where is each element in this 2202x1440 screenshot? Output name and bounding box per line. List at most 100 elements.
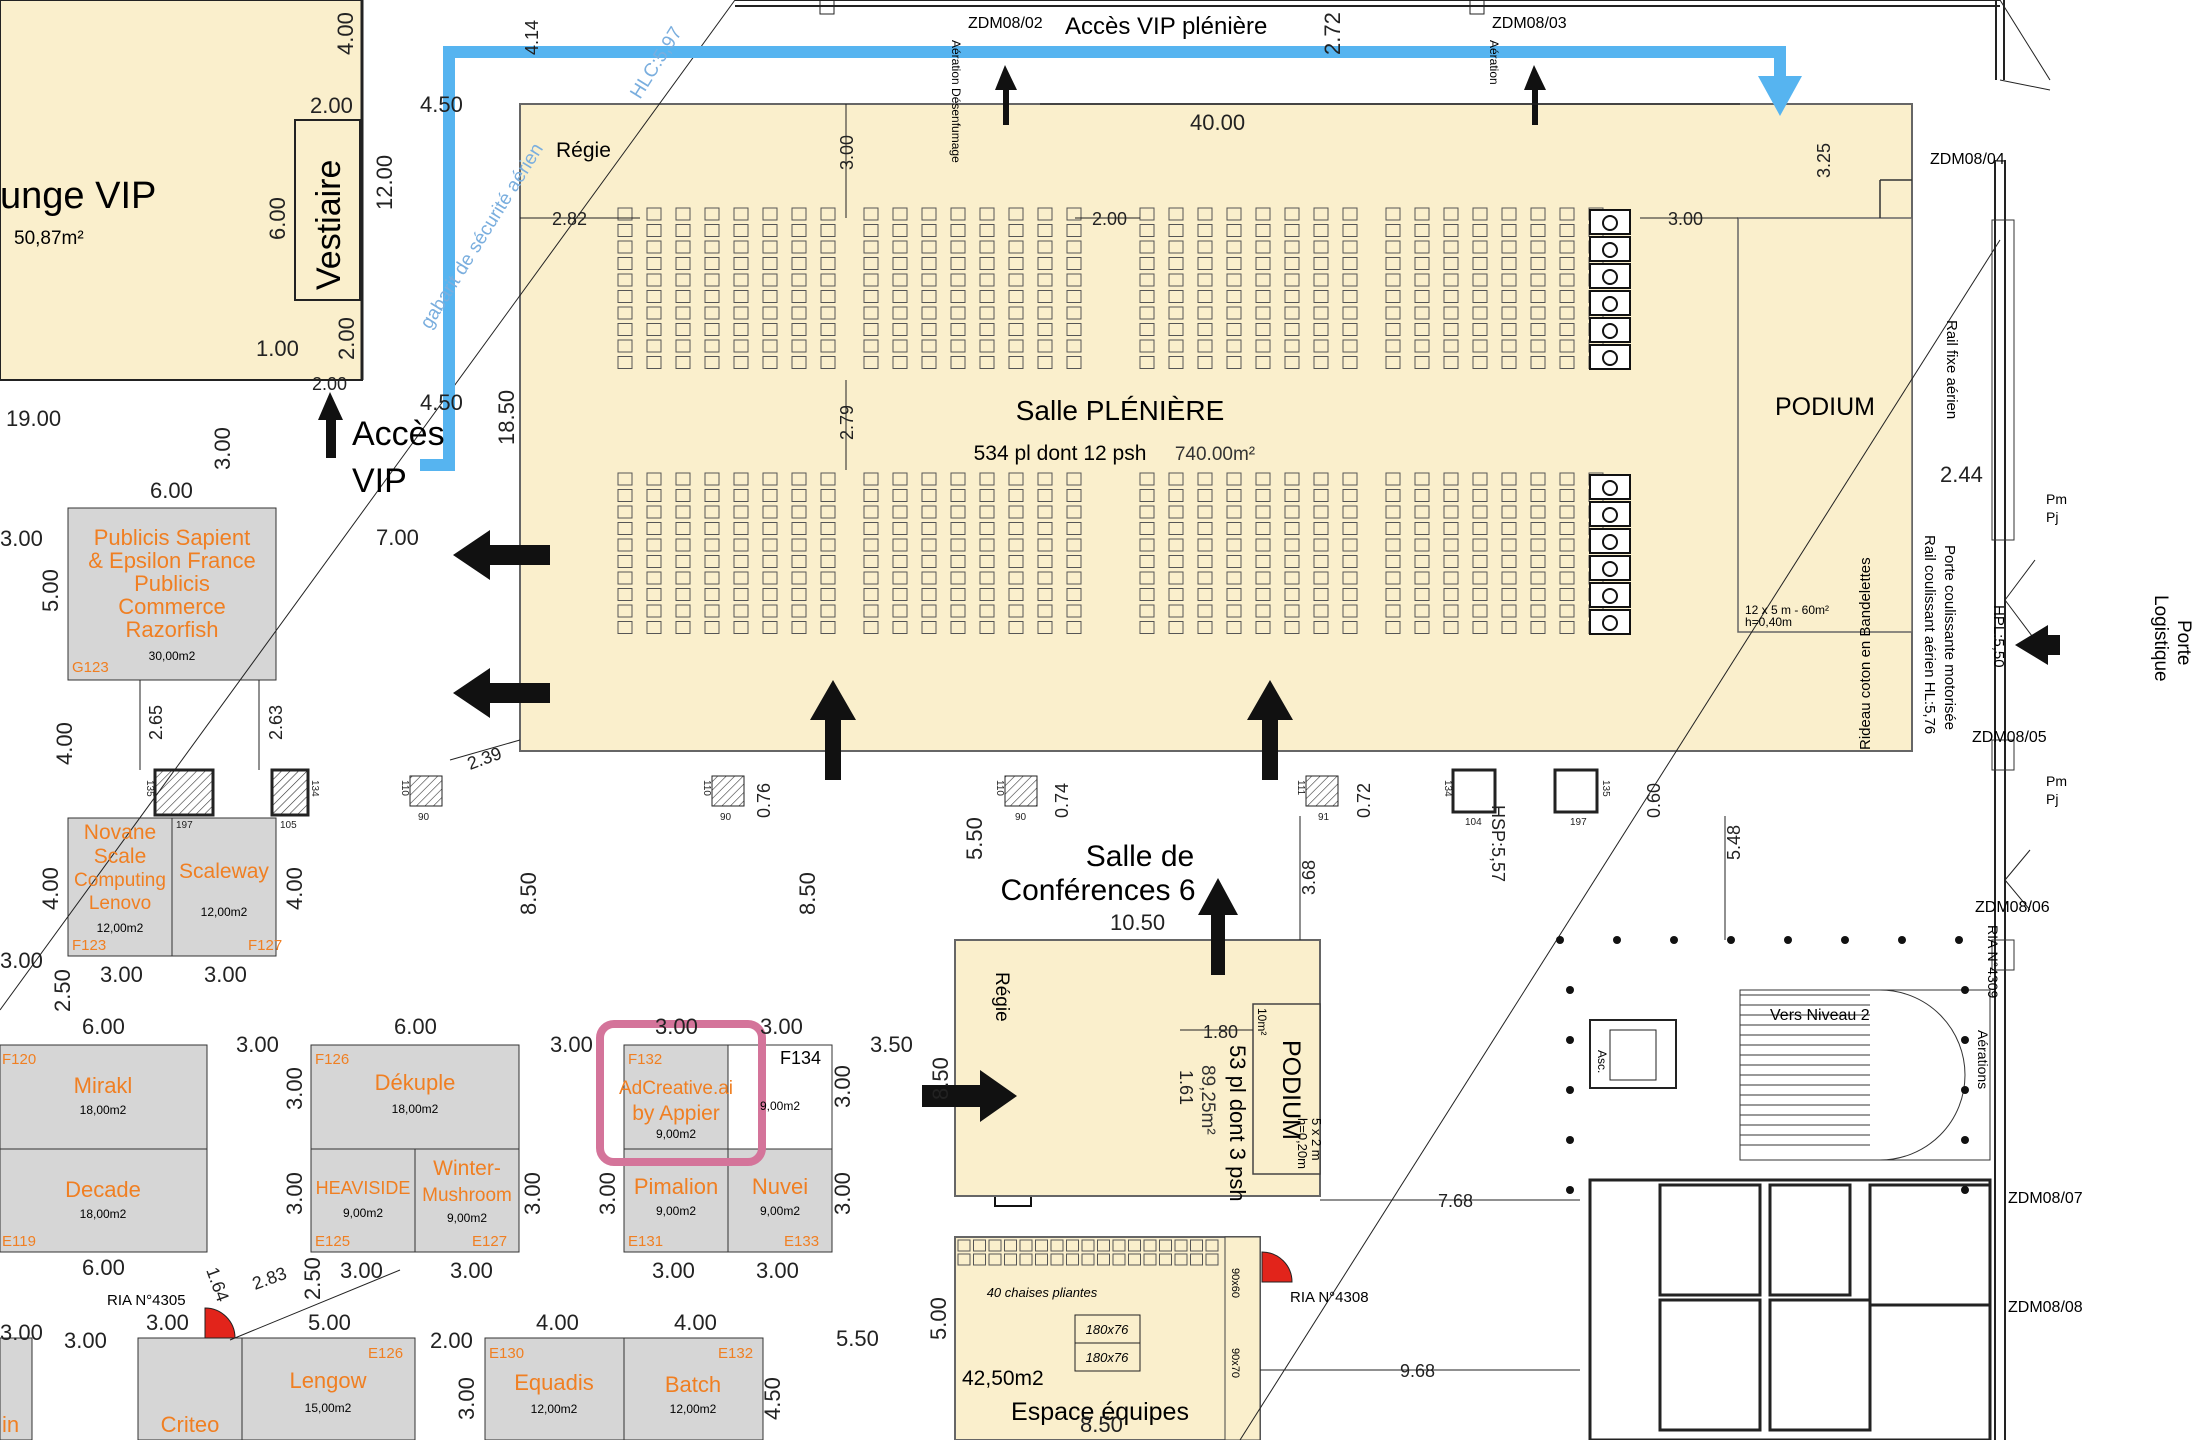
diagonal-lines (0, 0, 2001, 1440)
seat (921, 621, 937, 634)
seat (1443, 489, 1459, 502)
seat (921, 472, 937, 486)
seat (762, 489, 778, 502)
seat (617, 489, 633, 502)
seat (704, 555, 720, 568)
seat (1037, 323, 1053, 336)
seat (1008, 356, 1024, 369)
seat (791, 273, 807, 287)
seat (1472, 571, 1488, 585)
seat (762, 555, 778, 568)
seat (892, 290, 908, 303)
conf6-small-a: 90x60 (1229, 1268, 1241, 1298)
wheelchair-icon (1602, 480, 1618, 496)
seat (1066, 555, 1082, 568)
seat (1530, 356, 1546, 369)
svg-text:4.00: 4.00 (52, 722, 77, 765)
seat (733, 538, 749, 552)
seat (1284, 257, 1300, 270)
seat (1037, 522, 1053, 535)
seat (979, 538, 995, 552)
vip-lounge-label: unge VIP (0, 175, 156, 217)
seat (1168, 588, 1184, 601)
seat (1004, 1253, 1017, 1266)
rideau-label: Rideau coton en Bandelettes (1857, 557, 1874, 750)
svg-text:8.50: 8.50 (516, 872, 541, 915)
rail-coulissant-label: Rail coulissant aérien HL:5,76 (1921, 535, 1938, 734)
stand-name: Publicis Sapient (94, 525, 251, 550)
seat (1501, 621, 1517, 634)
seat (617, 356, 633, 369)
seat (1168, 306, 1184, 320)
seat (617, 604, 633, 618)
seat (1284, 538, 1300, 552)
seat (1313, 604, 1329, 618)
pj-label-2: Pj (2046, 791, 2058, 807)
seat (1037, 472, 1053, 486)
conf6-title-1: Salle de (1086, 840, 1194, 873)
seat (1139, 240, 1155, 254)
seat (1559, 240, 1575, 254)
seat (1139, 489, 1155, 502)
seat (1472, 522, 1488, 535)
svg-text:3.00: 3.00 (236, 1032, 279, 1057)
seat (988, 1253, 1002, 1266)
seat (1472, 472, 1488, 486)
seat (762, 588, 778, 601)
column-dot (1784, 936, 1792, 944)
seat (1081, 1239, 1095, 1252)
vers-niveau-label: Vers Niveau 2 (1770, 1007, 1870, 1024)
stand-area: 9,00m2 (447, 1211, 487, 1225)
seat (1559, 538, 1575, 552)
svg-text:1.00: 1.00 (256, 336, 299, 361)
seat (1342, 207, 1358, 221)
seat (1530, 240, 1546, 254)
seat (1313, 240, 1329, 254)
seat (1255, 323, 1271, 336)
stand-code: G123 (72, 659, 109, 676)
seat (1559, 257, 1575, 270)
seat (892, 356, 908, 369)
seat (863, 207, 879, 221)
seat (675, 472, 691, 486)
seat (979, 339, 995, 353)
seat (979, 604, 995, 618)
seat (733, 273, 749, 287)
seat (646, 555, 662, 568)
seat (1066, 571, 1082, 585)
seat (1226, 489, 1242, 502)
svg-text:4.00: 4.00 (536, 1310, 579, 1335)
seat (791, 621, 807, 634)
seat (704, 306, 720, 320)
seat (1559, 522, 1575, 535)
seat (1559, 273, 1575, 287)
seat (1066, 240, 1082, 254)
seat (1143, 1239, 1157, 1252)
seat (1443, 306, 1459, 320)
svg-text:3.00: 3.00 (595, 1172, 620, 1215)
svg-text:3.68: 3.68 (1299, 860, 1319, 895)
stand-name: in (2, 1412, 19, 1437)
seat (1472, 538, 1488, 552)
seat (1385, 257, 1401, 270)
seat (1414, 588, 1430, 601)
seat (1313, 571, 1329, 585)
seat (820, 588, 836, 601)
seat (950, 472, 966, 486)
seat (617, 571, 633, 585)
seat (1037, 356, 1053, 369)
seat (733, 224, 749, 237)
seat (973, 1253, 986, 1266)
seat (762, 273, 778, 287)
svg-text:10.50: 10.50 (1110, 910, 1165, 935)
seat (979, 489, 995, 502)
stand-area: 9,00m2 (760, 1204, 800, 1218)
seat (1197, 522, 1213, 535)
stand-code: F134 (780, 1048, 821, 1068)
svg-text:2.50: 2.50 (50, 969, 75, 1012)
seat (1559, 356, 1575, 369)
zdm-02: ZDM08/02 (968, 15, 1043, 32)
seat (1472, 339, 1488, 353)
stand-area: 9,00m2 (656, 1127, 696, 1141)
seat (617, 555, 633, 568)
